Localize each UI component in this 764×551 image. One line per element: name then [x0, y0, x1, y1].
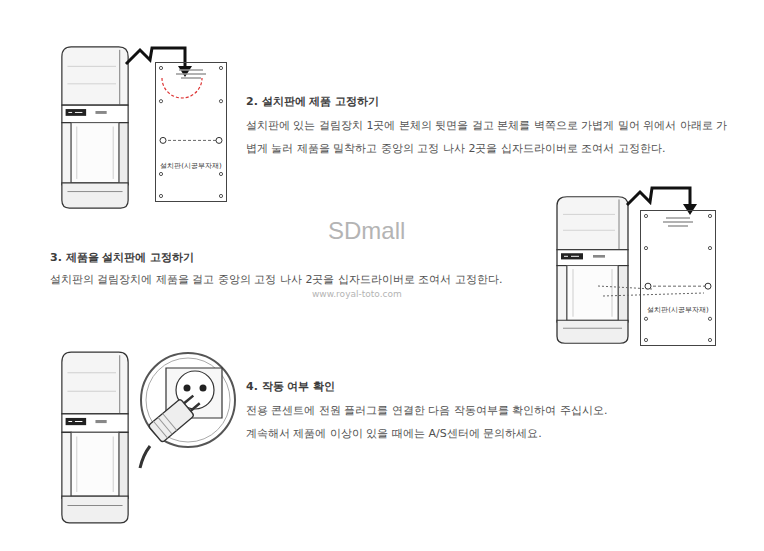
hand-dryer: [557, 197, 628, 343]
watermark: SDmall: [328, 217, 405, 245]
plate-marking: [176, 73, 206, 75]
plate-border: [641, 211, 716, 346]
plate-label: 설치판(시공부자재): [647, 306, 708, 315]
mounting-hole: [644, 317, 647, 320]
plug-body: [148, 399, 194, 443]
install-plate: 설치판(시공부자재): [640, 210, 716, 346]
hand-dryer: [62, 47, 128, 208]
mounting-hole: [644, 338, 647, 341]
step-description: 설치판의 걸림장치에 제품을 걸고 중앙의 고정 나사 2곳을 십자드라이버로 …: [50, 268, 502, 291]
mounting-hole: [159, 194, 162, 197]
power-plug: [148, 391, 204, 443]
watermark: www.royal-toto.com: [312, 289, 402, 300]
fixing-screw: [645, 283, 651, 289]
plate-outline: [640, 210, 716, 346]
install-plate: 설치판(시공부자재): [155, 62, 227, 202]
step-description: 계속해서 제품에 이상이 있을 때에는 A/S센터에 문의하세요.: [246, 422, 542, 445]
mounting-hole: [219, 100, 222, 103]
mounting-hole: [159, 172, 162, 175]
plate-marking: [181, 77, 201, 79]
arrow-head: [683, 204, 697, 215]
mounting-hole: [219, 194, 222, 197]
center-line: [163, 140, 219, 141]
detail-circle: [162, 78, 202, 98]
mounting-hole: [219, 172, 222, 175]
step-description: 전용 콘센트에 전원 플러그를 연결한 다음 작동여부를 확인하여 주십시오.: [246, 399, 607, 422]
socket-hole: [200, 385, 207, 392]
fixing-screw: [160, 137, 166, 143]
fixing-screw: [705, 283, 711, 289]
plate-label: 설치판(시공부자재): [160, 162, 221, 171]
mounting-hole: [708, 338, 711, 341]
power-cable: [140, 446, 150, 468]
fixing-screw: [216, 137, 222, 143]
mounting-hole: [708, 214, 711, 217]
mounting-hole: [644, 214, 647, 217]
mounting-hole: [159, 66, 162, 69]
mounting-hole: [159, 100, 162, 103]
plug-prong: [184, 396, 200, 411]
plate-outline: [155, 62, 227, 202]
detail-circle: [141, 353, 235, 447]
plate-border: [156, 63, 227, 202]
plate-marking: [179, 69, 203, 71]
plate-marking: [663, 221, 693, 223]
step-heading: 3. 제품을 설치판에 고정하기: [50, 246, 194, 269]
socket-hole: [184, 385, 191, 392]
plate-marking: [666, 217, 690, 219]
mounting-hole: [644, 246, 647, 249]
plug-grip: [153, 414, 176, 439]
step-description: 설치판에 있는 걸림장치 1곳에 본체의 뒷면을 걸고 본체를 벽쪽으로 가볍게…: [246, 114, 736, 160]
center-line: [648, 286, 708, 287]
step-heading: 2. 설치판에 제품 고정하기: [246, 90, 379, 113]
mounting-hole: [219, 66, 222, 69]
mounting-hole: [708, 246, 711, 249]
mount-arrow: [627, 188, 690, 205]
arrow-head: [178, 66, 192, 77]
step-heading: 4. 작동 여부 확인: [246, 375, 335, 398]
mounting-hole: [708, 317, 711, 320]
hand-dryer: [62, 352, 128, 523]
detail-circle-inner: [146, 358, 230, 442]
plate-marking: [668, 225, 688, 227]
